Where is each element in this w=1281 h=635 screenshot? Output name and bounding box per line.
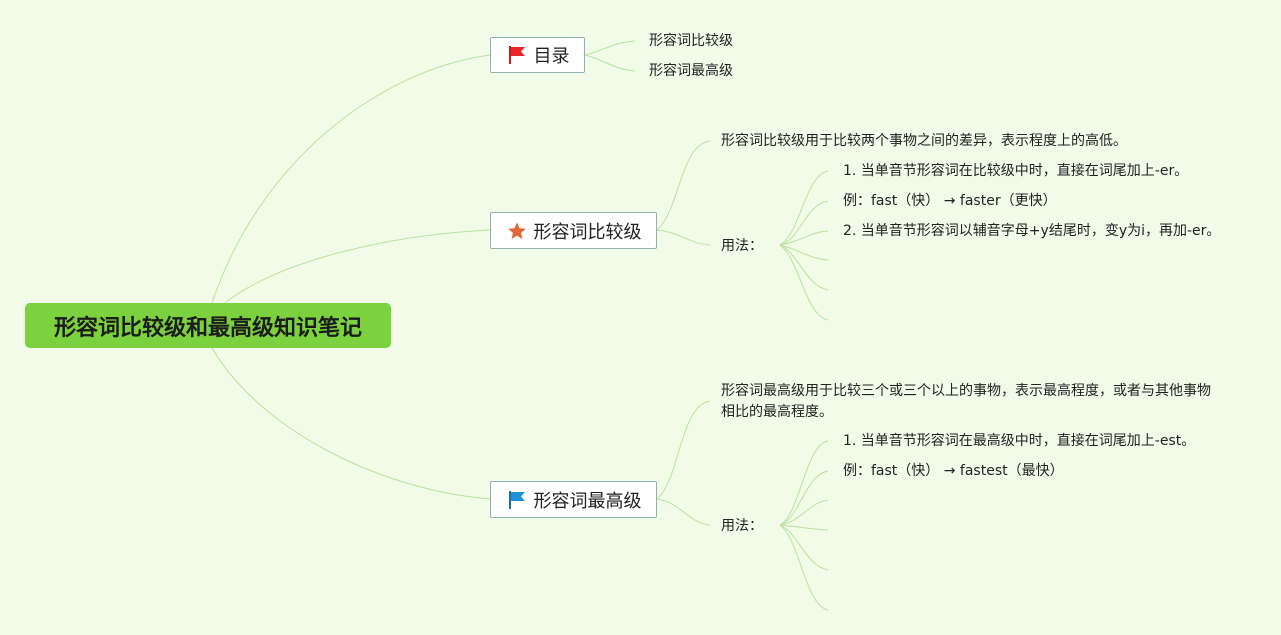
root-topic[interactable]: 形容词比较级和最高级知识笔记 — [25, 303, 391, 348]
connector-comparative-usage-1 — [779, 170, 829, 246]
connector-superlative-definition — [656, 400, 711, 500]
red-flag-icon — [506, 44, 528, 66]
superlative-definition[interactable]: 形容词最高级用于比较三个或三个以上的事物，表示最高程度，或者与其他事物相比的最高… — [721, 383, 1211, 420]
connector-superlative-usage-4 — [779, 524, 829, 531]
connector-root-toc — [211, 54, 491, 304]
comparative-definition[interactable]: 形容词比较级用于比较两个事物之间的差异，表示程度上的高低。 — [721, 133, 1127, 149]
comparative-usage-label[interactable]: 用法： — [721, 238, 763, 254]
connector-root-superlative — [211, 347, 491, 500]
star-icon — [506, 220, 528, 242]
comparative-usage-item-3[interactable]: 2. 当单音节形容词以辅音字母+y结尾时，变y为i，再加-er。 — [843, 223, 1221, 239]
connector-toc-item-2 — [584, 54, 636, 72]
connector-toc-item-1 — [584, 40, 636, 56]
topic-comparative-label: 形容词比较级 — [533, 221, 642, 243]
connector-superlative-usage-5 — [779, 524, 829, 571]
connector-comparative-usage-6 — [779, 244, 829, 321]
connector-comparative-usage — [656, 229, 711, 246]
connector-superlative-usage-2 — [779, 470, 829, 526]
blue-flag-icon — [506, 489, 528, 511]
connector-comparative-definition — [656, 140, 711, 231]
connector-superlative-usage — [656, 498, 711, 526]
connector-superlative-usage-1 — [779, 440, 829, 526]
connector-superlative-usage-3 — [779, 499, 829, 526]
connector-comparative-usage-3 — [779, 230, 829, 246]
topic-superlative-label: 形容词最高级 — [533, 490, 642, 512]
superlative-usage-item-2[interactable]: 例：fast（快） → fastest（最快） — [843, 463, 1064, 479]
comparative-usage-item-2[interactable]: 例：fast（快） → faster（更快） — [843, 193, 1057, 209]
toc-item-superlative[interactable]: 形容词最高级 — [649, 63, 733, 79]
topic-toc[interactable]: 目录 — [490, 37, 585, 73]
topic-superlative[interactable]: 形容词最高级 — [490, 481, 657, 518]
topic-comparative[interactable]: 形容词比较级 — [490, 212, 657, 249]
connector-comparative-usage-5 — [779, 244, 829, 291]
topic-toc-label: 目录 — [533, 46, 570, 67]
connector-comparative-usage-4 — [779, 244, 829, 261]
toc-item-comparative[interactable]: 形容词比较级 — [649, 33, 733, 49]
connector-superlative-usage-6 — [779, 524, 829, 611]
comparative-usage-item-1[interactable]: 1. 当单音节形容词在比较级中时，直接在词尾加上-er。 — [843, 163, 1189, 179]
superlative-usage-item-1[interactable]: 1. 当单音节形容词在最高级中时，直接在词尾加上-est。 — [843, 433, 1196, 449]
superlative-usage-label[interactable]: 用法： — [721, 518, 763, 534]
root-title: 形容词比较级和最高级知识笔记 — [53, 315, 362, 341]
connector-comparative-usage-2 — [779, 200, 829, 246]
connector-root-comparative — [224, 229, 491, 304]
